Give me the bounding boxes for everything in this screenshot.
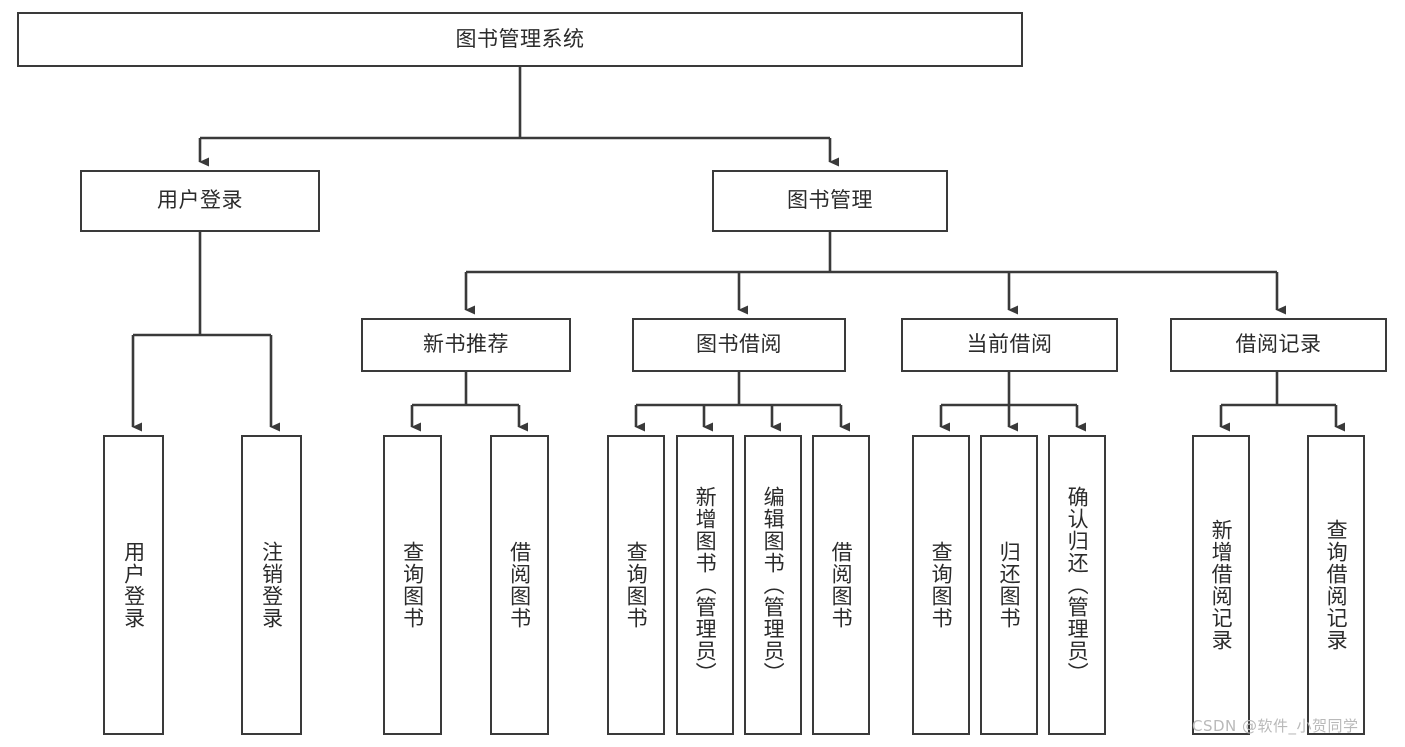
node-book-borrow[interactable]: 图书借阅 <box>632 318 846 372</box>
node-user-login-label: 用户登录 <box>157 188 243 213</box>
node-leaf-add-record[interactable]: 新增借阅记录 <box>1192 435 1250 735</box>
node-leaf-return-book-label: 归还图书 <box>997 541 1022 629</box>
node-leaf-query-book-3[interactable]: 查询图书 <box>912 435 970 735</box>
node-leaf-user-logout-label: 注销登录 <box>259 541 284 629</box>
node-leaf-query-record-label: 查询借阅记录 <box>1324 519 1349 651</box>
node-leaf-add-record-label: 新增借阅记录 <box>1209 519 1234 651</box>
node-borrow-record-label: 借阅记录 <box>1235 332 1322 357</box>
node-book-manage-label: 图书管理 <box>787 188 873 213</box>
node-borrow-record[interactable]: 借阅记录 <box>1170 318 1387 372</box>
node-leaf-borrow-book-2-label: 借阅图书 <box>829 541 854 629</box>
node-leaf-confirm-return[interactable]: 确认归还（管理员） <box>1048 435 1106 735</box>
node-leaf-edit-book-label: 编辑图书（管理员） <box>761 486 786 684</box>
node-current-borrow[interactable]: 当前借阅 <box>901 318 1118 372</box>
node-leaf-return-book[interactable]: 归还图书 <box>980 435 1038 735</box>
node-leaf-borrow-book-2[interactable]: 借阅图书 <box>812 435 870 735</box>
node-leaf-borrow-book-1[interactable]: 借阅图书 <box>490 435 549 735</box>
node-leaf-confirm-return-label: 确认归还（管理员） <box>1065 486 1090 684</box>
node-leaf-borrow-book-1-label: 借阅图书 <box>507 541 532 629</box>
node-user-login[interactable]: 用户登录 <box>80 170 320 232</box>
node-leaf-query-book-2[interactable]: 查询图书 <box>607 435 665 735</box>
node-new-book-recommend[interactable]: 新书推荐 <box>361 318 571 372</box>
node-leaf-user-login-label: 用户登录 <box>121 541 146 629</box>
node-leaf-add-book[interactable]: 新增图书（管理员） <box>676 435 734 735</box>
node-leaf-query-book-2-label: 查询图书 <box>624 541 649 629</box>
node-leaf-query-book-1[interactable]: 查询图书 <box>383 435 442 735</box>
node-leaf-edit-book[interactable]: 编辑图书（管理员） <box>744 435 802 735</box>
node-leaf-query-book-1-label: 查询图书 <box>400 541 425 629</box>
node-root[interactable]: 图书管理系统 <box>17 12 1023 67</box>
node-leaf-query-record[interactable]: 查询借阅记录 <box>1307 435 1365 735</box>
node-book-manage[interactable]: 图书管理 <box>712 170 948 232</box>
node-new-book-recommend-label: 新书推荐 <box>423 332 509 357</box>
node-leaf-query-book-3-label: 查询图书 <box>929 541 954 629</box>
node-root-label: 图书管理系统 <box>455 26 585 51</box>
node-leaf-user-login[interactable]: 用户登录 <box>103 435 164 735</box>
node-book-borrow-label: 图书借阅 <box>696 332 782 357</box>
node-current-borrow-label: 当前借阅 <box>966 332 1053 357</box>
node-leaf-user-logout[interactable]: 注销登录 <box>241 435 302 735</box>
node-leaf-add-book-label: 新增图书（管理员） <box>693 486 718 684</box>
